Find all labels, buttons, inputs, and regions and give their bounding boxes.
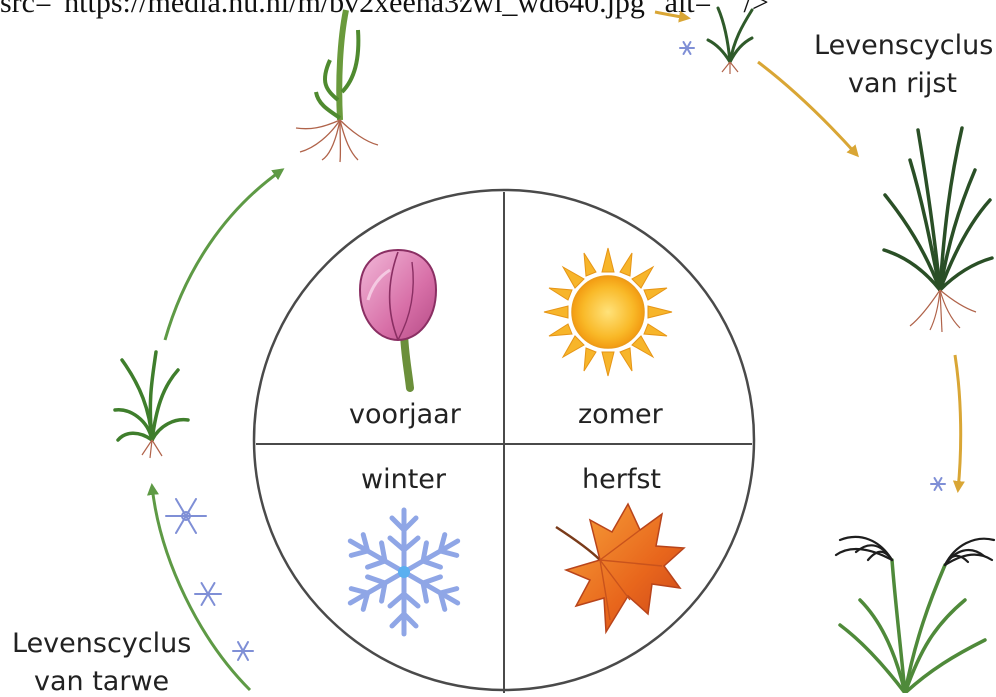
season-label-spring: voorjaar	[349, 401, 461, 428]
season-label-autumn: herfst	[582, 466, 661, 493]
roots-icon	[296, 120, 378, 162]
rice-caption-line-2: van rijst	[848, 70, 957, 97]
wheat-plant-mature-icon	[296, 10, 378, 162]
wheat-caption-line-1: Levenscyclus	[12, 630, 191, 657]
season-label-summer: zomer	[578, 401, 663, 428]
rice-sprout-icon	[708, 8, 752, 74]
small-snowflake-icon	[233, 642, 253, 660]
small-snowflake-icon	[931, 478, 945, 490]
roots-icon	[910, 290, 976, 332]
wheat-caption-line-2: van tarwe	[34, 668, 169, 695]
small-snowflake-icon	[166, 499, 206, 533]
seasons-circle	[254, 190, 754, 693]
rice-ripe-plant-icon	[836, 537, 994, 693]
rice-plant-icon	[884, 128, 992, 332]
small-snowflake-icon	[195, 583, 221, 605]
wheat-seedling-icon	[115, 352, 188, 458]
small-snowflake-icon	[680, 42, 694, 54]
sun-icon	[544, 248, 672, 376]
rice-caption-line-1: Levenscyclus	[814, 32, 993, 59]
season-label-winter: winter	[361, 466, 446, 493]
